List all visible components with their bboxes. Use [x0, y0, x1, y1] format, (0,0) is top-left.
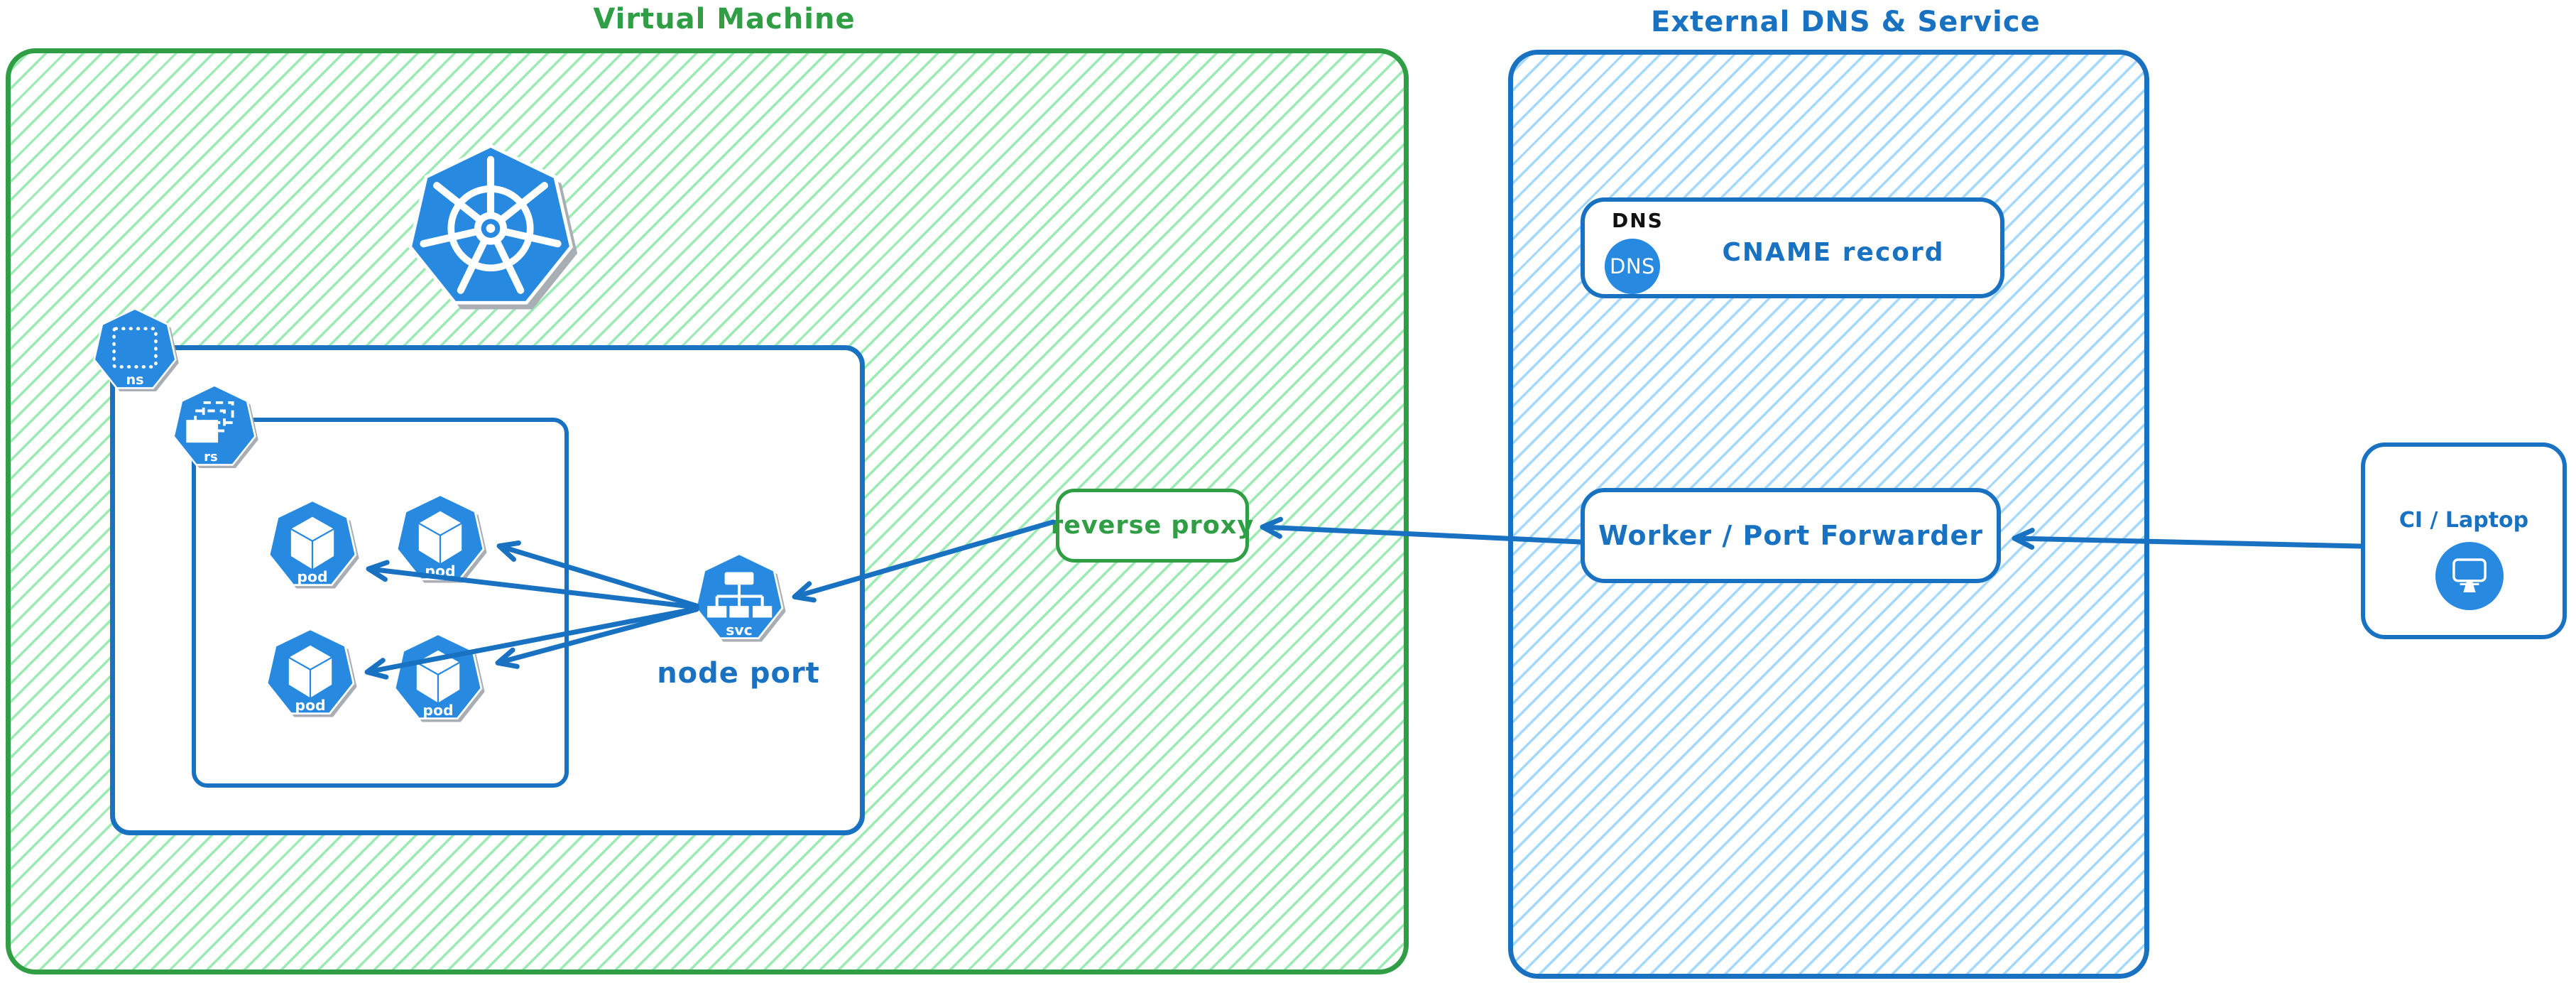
kubernetes-icon	[408, 143, 578, 310]
cname-record-label: CNAME record	[1722, 237, 1945, 267]
ci-laptop-label: CI / Laptop	[2398, 508, 2529, 533]
dns-badge-icon: DNS	[1605, 239, 1660, 294]
pod-icon: pod	[393, 633, 485, 722]
worker-port-forwarder-label: Worker / Port Forwarder	[1598, 520, 1984, 551]
namespace-icon: ns	[93, 308, 179, 392]
monitor-icon	[2435, 542, 2504, 610]
replicaset-icon: rs	[173, 384, 258, 469]
dns-tag: DNS	[1612, 209, 1664, 232]
dns-record-box: DNS DNS CNAME record	[1581, 197, 2004, 298]
node-port-label: node port	[657, 657, 820, 690]
pod-icon: pod	[268, 499, 359, 589]
pod-label: pod	[422, 702, 453, 719]
pod-icon: pod	[266, 628, 357, 717]
pod-icon: pod	[395, 494, 487, 583]
service-icon: svc	[694, 553, 786, 642]
pod-label: pod	[295, 697, 325, 714]
svc-label: svc	[726, 621, 753, 639]
worker-port-forwarder-box: Worker / Port Forwarder	[1581, 488, 2001, 583]
reverse-proxy-label: reverse proxy	[1050, 511, 1255, 540]
virtual-machine-title: Virtual Machine	[593, 3, 856, 36]
reverse-proxy-box: reverse proxy	[1051, 489, 1253, 563]
external-dns-service-title: External DNS & Service	[1651, 6, 2041, 38]
pod-label: pod	[425, 563, 455, 580]
ns-label: ns	[126, 371, 143, 388]
pod-label: pod	[297, 568, 327, 585]
rs-label: rs	[204, 450, 218, 465]
ci-laptop-box: CI / Laptop	[2361, 442, 2567, 639]
